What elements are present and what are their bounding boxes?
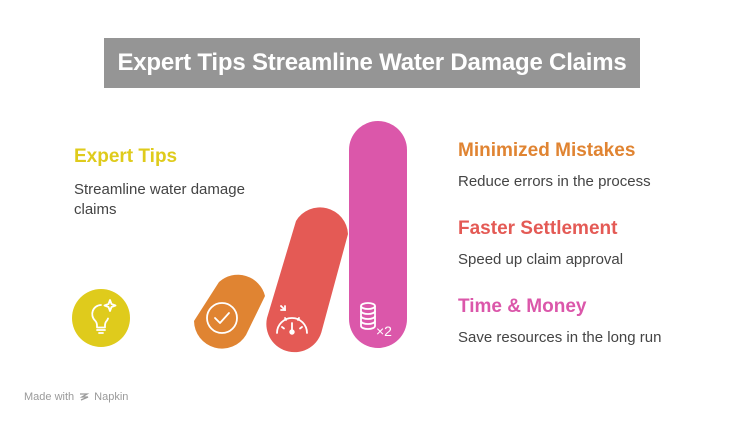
minimized-mistakes-heading: Minimized Mistakes [458,140,636,161]
page-title: Expert Tips Streamline Water Damage Clai… [117,49,627,76]
faster-settlement-heading: Faster Settlement [458,218,618,239]
time-money-description: Save resources in the long run [458,329,662,346]
expert-tips-heading: Expert Tips [74,146,178,167]
speedometer-icon [276,305,308,335]
expert-tips-description: Streamline water damage claims [74,181,245,218]
faster-settlement-block: Faster Settlement Speed up claim approva… [458,218,623,270]
time-money-block: Time & Money Save resources in the long … [458,296,661,348]
title-banner: Expert Tips Streamline Water Damage Clai… [104,38,640,88]
lightbulb-sparkle-icon [72,289,130,347]
faster-settlement-bar [266,207,348,353]
minimized-mistakes-description: Reduce errors in the process [458,173,651,190]
time-money-heading: Time & Money [458,296,587,317]
faster-settlement-description: Speed up claim approval [458,251,624,268]
check-circle-icon [206,302,238,334]
expert-tips-block: Expert Tips Streamline water damage clai… [74,146,274,220]
minimized-mistakes-block: Minimized Mistakes Reduce errors in the … [458,140,651,192]
time-money-bar: ×2 [349,121,407,348]
napkin-logo-icon [79,393,90,401]
made-with-napkin: Made with Napkin [24,391,129,403]
minimized-mistakes-bar [194,274,265,349]
multiplier-label: ×2 [376,323,392,339]
coins-x2-icon [360,302,376,330]
